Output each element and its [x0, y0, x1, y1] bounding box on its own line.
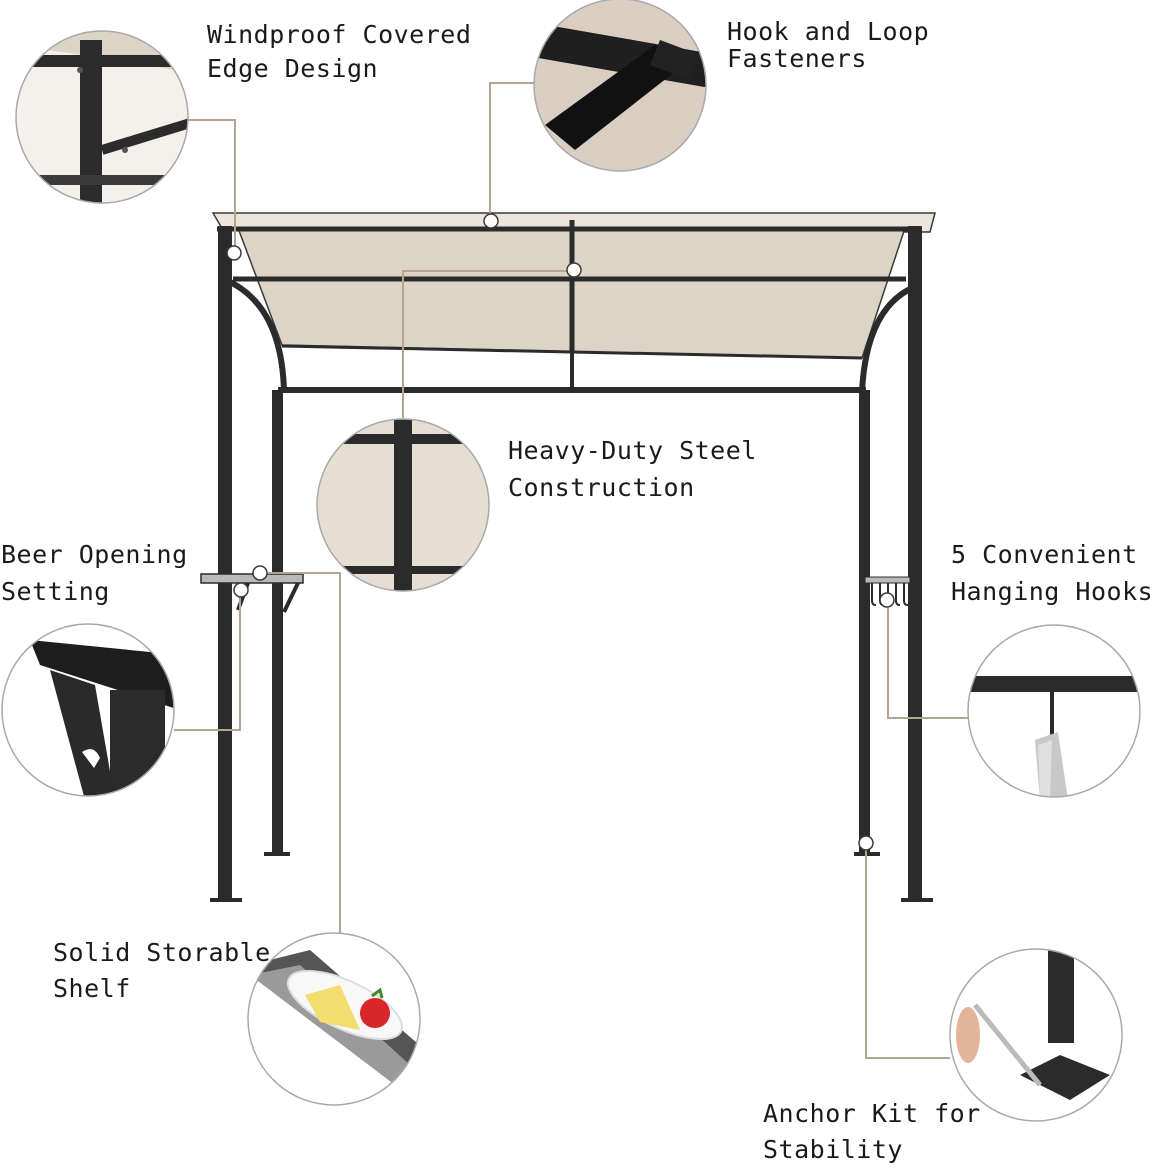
shelf-bracket [282, 582, 300, 613]
label-line: 5 Convenient [951, 540, 1138, 569]
label-line: Hanging Hooks [951, 577, 1150, 606]
label-hanging-hooks: 5 Convenient Hanging Hooks [951, 536, 1150, 610]
label-storable-shelf: Solid Storable Shelf [53, 935, 271, 1007]
label-line: Setting [1, 577, 110, 606]
foot-plate [210, 898, 242, 902]
label-hook-loop: Hook and Loop Fasteners [727, 18, 929, 72]
detail-steel-construction [316, 418, 490, 592]
detail-hanging-hooks [967, 624, 1141, 798]
label-line: Edge Design [207, 54, 379, 83]
front-left-post [272, 390, 283, 854]
foot-plate [264, 852, 290, 856]
detail-storable-shelf [247, 932, 421, 1106]
leader-hook-loop [489, 82, 534, 220]
leader-beer [174, 590, 241, 731]
leader-windproof [186, 119, 236, 253]
leader-steel [402, 270, 573, 418]
label-line: Fasteners [727, 44, 867, 73]
label-line: Hook and Loop [727, 17, 930, 46]
label-steel-construction: Heavy-Duty Steel Construction [508, 432, 757, 506]
leader-hooks [887, 605, 968, 719]
label-line: Stability [763, 1135, 903, 1164]
label-line: Shelf [53, 974, 131, 1003]
leader-shelf [260, 572, 341, 934]
grill-gazebo [200, 212, 936, 902]
label-line: Solid Storable [53, 938, 271, 967]
label-line: Beer Opening [1, 540, 188, 569]
hook-bar [864, 576, 911, 584]
side-shelf [200, 573, 304, 584]
label-anchor-kit: Anchor Kit for Stability [763, 1096, 981, 1168]
label-line: Construction [508, 473, 695, 502]
detail-beer-opener [1, 623, 175, 797]
detail-anchor-kit [949, 948, 1123, 1122]
label-beer-opening: Beer Opening Setting [1, 536, 188, 610]
detail-windproof-edge [15, 30, 189, 204]
foot-plate [901, 898, 933, 902]
right-arch [859, 285, 914, 393]
front-right-post [859, 390, 870, 854]
callout-lines [174, 82, 968, 1059]
label-line: Heavy-Duty Steel [508, 436, 757, 465]
back-right-post [908, 226, 922, 900]
label-line: Windproof Covered [207, 20, 472, 49]
back-left-post [218, 226, 232, 900]
leader-anchor [865, 845, 950, 1059]
left-arch [224, 277, 287, 393]
label-line: Anchor Kit for [763, 1099, 981, 1128]
label-windproof-edge: Windproof Covered Edge Design [207, 18, 471, 86]
callout-dots [226, 213, 895, 851]
detail-hook-loop [533, 0, 707, 172]
